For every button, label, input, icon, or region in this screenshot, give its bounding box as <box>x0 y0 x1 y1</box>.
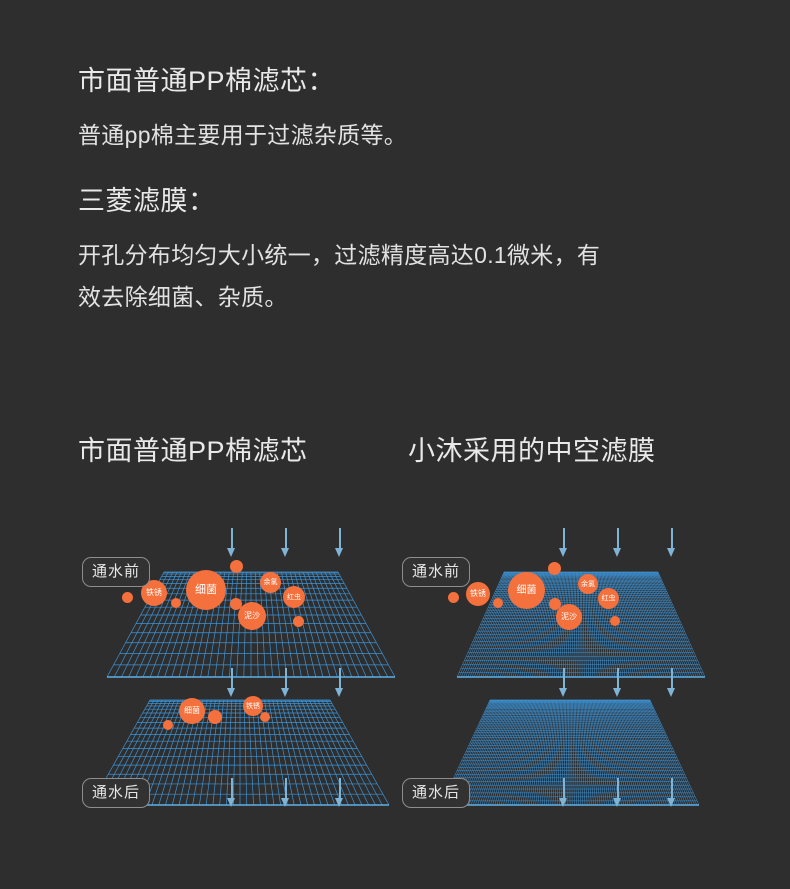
paragraph-membrane-line-2: 效去除细菌、杂质。 <box>78 284 288 310</box>
down-arrow-icon <box>558 778 569 808</box>
down-arrow-icon <box>226 778 237 808</box>
down-arrow-icon <box>280 778 291 808</box>
badge-before-water-left: 通水前 <box>82 557 151 587</box>
water-flow-arrows-bottom-right <box>558 778 677 808</box>
paragraph-membrane-line-1: 开孔分布均匀大小统一，过滤精度高达0.1微米，有 <box>78 242 601 268</box>
water-flow-arrows-mid-left <box>226 668 345 698</box>
down-arrow-icon <box>558 528 569 558</box>
water-flow-arrows-mid-right <box>558 668 677 698</box>
down-arrow-icon <box>612 778 623 808</box>
down-arrow-icon <box>334 528 345 558</box>
water-flow-arrows-bottom-left <box>226 778 345 808</box>
down-arrow-icon <box>334 778 345 808</box>
down-arrow-icon <box>280 528 291 558</box>
down-arrow-icon <box>226 528 237 558</box>
intro-text-block: 市面普通PP棉滤芯： 普通pp棉主要用于过滤杂质等。 三菱滤膜： 开孔分布均匀大… <box>78 58 728 318</box>
down-arrow-icon <box>334 668 345 698</box>
badge-after-water-right: 通水后 <box>402 778 471 808</box>
water-flow-arrows-top-right <box>558 528 677 558</box>
down-arrow-icon <box>666 778 677 808</box>
down-arrow-icon <box>280 668 291 698</box>
badge-before-water-right: 通水前 <box>402 557 471 587</box>
down-arrow-icon <box>612 528 623 558</box>
filter-mesh-bottom-right <box>440 698 700 813</box>
paragraph-pp-cotton: 普通pp棉主要用于过滤杂质等。 <box>78 122 408 148</box>
down-arrow-icon <box>558 668 569 698</box>
diagram-panel-left: 通水前 通水后 铁锈细菌余氯红虫 <box>78 520 398 820</box>
diagram-titles-row: 市面普通PP棉滤芯 小沐采用的中空滤膜 <box>78 432 738 470</box>
heading-mitsubishi-membrane: 三菱滤膜： <box>78 186 216 216</box>
comparison-diagrams: 通水前 通水后 铁锈细菌余氯红虫 <box>78 520 718 820</box>
diagram-title-right: 小沐采用的中空滤膜 <box>408 436 656 466</box>
water-flow-arrows-top-left <box>226 528 345 558</box>
diagram-panel-right: 通水前 通水后 铁锈细菌余氯红虫 <box>398 520 718 820</box>
diagram-stage-left: 通水前 通水后 铁锈细菌余氯红虫 <box>78 520 398 820</box>
down-arrow-icon <box>666 668 677 698</box>
badge-after-water-left: 通水后 <box>82 778 151 808</box>
down-arrow-icon <box>226 668 237 698</box>
down-arrow-icon <box>666 528 677 558</box>
down-arrow-icon <box>612 668 623 698</box>
diagram-stage-right: 通水前 通水后 铁锈细菌余氯红虫 <box>398 520 718 820</box>
heading-pp-cotton: 市面普通PP棉滤芯： <box>78 66 336 96</box>
diagram-title-left: 市面普通PP棉滤芯 <box>78 436 308 466</box>
